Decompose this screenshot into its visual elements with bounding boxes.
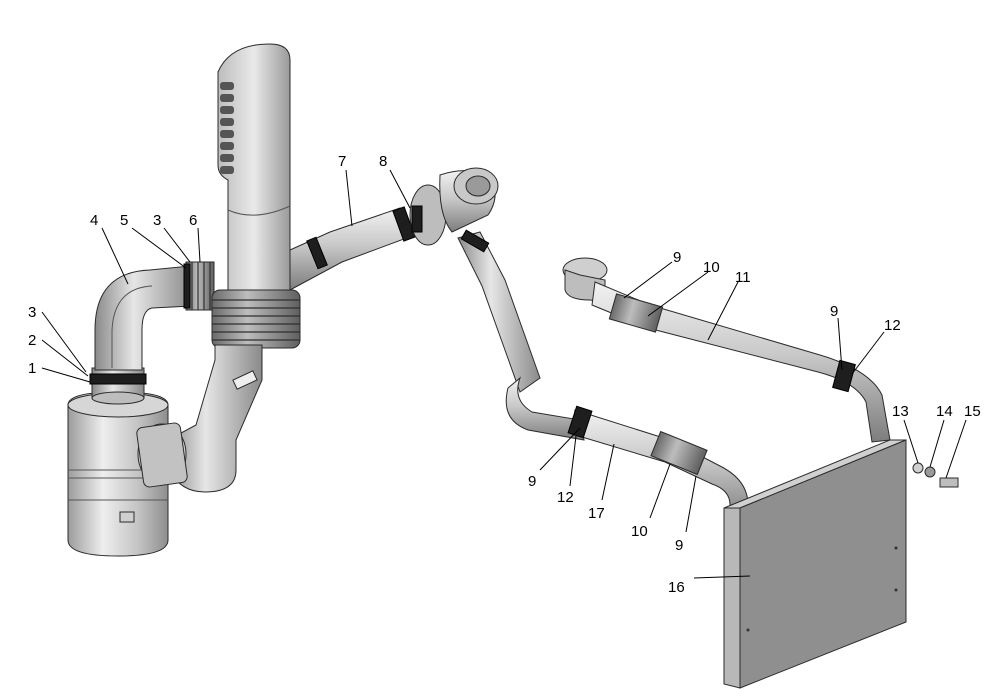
leader-lines: [41, 169, 967, 579]
lower-inlet-duct: [136, 344, 263, 493]
snorkel-riser: [217, 43, 291, 301]
elbow-bellows-connector: [183, 261, 215, 311]
lower-hose-bellows: [650, 430, 708, 476]
callout-12: 12: [557, 489, 574, 506]
callout-7: 7: [338, 153, 346, 170]
spring-washer-icon: [924, 466, 936, 478]
intercooler-core: [723, 439, 907, 689]
callout-8: 8: [379, 153, 387, 170]
callout-12: 12: [884, 317, 901, 334]
callout-labels: 1 2 3 4 5 3 6 7 8 9 10 11 9 12 13 14 15 …: [28, 153, 981, 596]
callout-1: 1: [28, 360, 36, 377]
callout-16: 16: [668, 579, 685, 596]
callout-3: 3: [28, 304, 36, 321]
bolt-icon: [939, 477, 959, 488]
turbocharger: [409, 167, 499, 246]
snorkel-intake-grille: [220, 82, 234, 174]
callout-11: 11: [735, 269, 751, 286]
upper-intercooler-pipe: [562, 257, 891, 443]
mounting-fasteners: [912, 462, 959, 488]
snorkel-bellows: [211, 289, 301, 349]
callout-4: 4: [90, 212, 98, 229]
callout-2: 2: [28, 332, 36, 349]
callout-9: 9: [673, 249, 681, 266]
callout-10: 10: [703, 259, 720, 276]
filter-outlet-clamp: [89, 373, 147, 385]
callout-10: 10: [631, 523, 648, 540]
callout-9: 9: [675, 537, 683, 554]
turbo-inlet-pipe: [289, 206, 416, 291]
callout-13: 13: [892, 403, 909, 420]
turbo-outlet-pipe: [457, 229, 585, 441]
callout-17: 17: [588, 505, 605, 522]
upper-hose-bellows: [608, 293, 664, 333]
callout-3: 3: [153, 212, 161, 229]
callout-15: 15: [964, 403, 981, 420]
callout-9: 9: [528, 473, 536, 490]
washer-icon: [912, 462, 924, 474]
filter-elbow-pipe: [94, 265, 193, 371]
callout-5: 5: [120, 212, 128, 229]
callout-6: 6: [189, 212, 197, 229]
callout-9: 9: [830, 303, 838, 320]
callout-14: 14: [936, 403, 953, 420]
